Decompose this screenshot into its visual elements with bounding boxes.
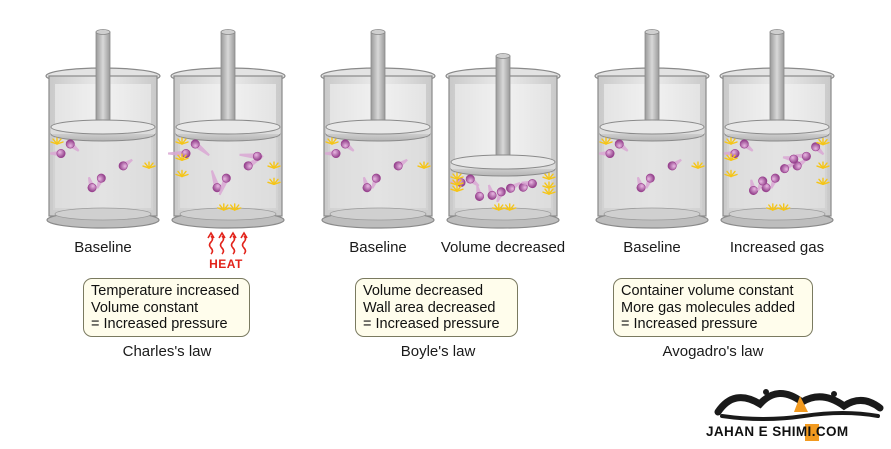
watermark-emblem (714, 389, 884, 441)
boyle-law-box: Volume decreased Wall area decreased = I… (355, 278, 518, 337)
impact-spark (325, 137, 339, 145)
impact-spark (542, 187, 556, 195)
impact-spark (691, 161, 705, 169)
gas-molecule (340, 139, 355, 152)
impact-spark (724, 137, 738, 145)
gas-molecule (780, 162, 795, 174)
cylinder-charles-baseline (45, 29, 161, 229)
boyle-line-2: Wall area decreased (363, 299, 496, 316)
cylinder-label-increased-gas: Increased gas (729, 239, 825, 256)
boyle-line-1: Volume decreased (363, 283, 484, 299)
gas-molecule (465, 174, 480, 187)
gas-molecule (210, 170, 222, 193)
gas-molecule (667, 158, 682, 171)
gas-molecule (487, 184, 497, 200)
impact-spark (50, 137, 64, 145)
gas-molecule (506, 182, 521, 193)
watermark-text: JAHAN E SHIMI.COM (706, 424, 849, 439)
impact-spark (777, 203, 791, 211)
gas-molecule (96, 173, 106, 189)
charles-line-3: = Increased pressure (91, 316, 228, 332)
impact-spark (724, 153, 738, 161)
avogadro-line-1: Container volume constant (621, 283, 794, 299)
gas-molecule (474, 185, 484, 201)
impact-spark (175, 153, 189, 161)
gas-molecule (65, 139, 80, 152)
cylinder-avogadro-baseline (594, 29, 710, 229)
impact-spark (267, 177, 281, 186)
charles-law-box: Temperature increased Volume constant = … (83, 278, 250, 337)
gas-molecule (599, 149, 615, 159)
gas-molecule (87, 176, 97, 193)
impact-spark (450, 178, 464, 186)
gas-molecule (770, 173, 780, 189)
impact-spark (542, 172, 556, 180)
impact-spark (267, 161, 281, 169)
boyle-line-3: = Increased pressure (363, 316, 500, 332)
gas-molecule (239, 151, 262, 161)
charles-law-name: Charles's law (122, 343, 212, 360)
impact-spark (450, 184, 464, 192)
impact-spark (816, 137, 830, 146)
impact-spark (175, 137, 189, 145)
heat-arrows-icon (207, 231, 248, 255)
impact-spark (542, 181, 556, 189)
cylinder-label-charles-baseline: Baseline (74, 239, 132, 256)
gas-molecule (748, 179, 758, 195)
gas-molecule (614, 139, 629, 152)
impact-spark (417, 161, 431, 169)
gas-molecule (362, 176, 372, 193)
cylinder-charles-heated (168, 29, 286, 229)
impact-spark (724, 169, 738, 178)
heat-label: HEAT (209, 257, 243, 271)
watermark-logo: JAHAN E SHIMI.COM (704, 382, 886, 444)
impact-spark (217, 203, 231, 211)
gas-molecule (496, 187, 506, 203)
gas-molecule (782, 154, 799, 164)
impact-spark (766, 203, 780, 211)
avogadro-line-3: = Increased pressure (621, 316, 758, 332)
cylinder-label-volume-decreased: Volume decreased (440, 239, 566, 256)
gas-molecule (393, 158, 408, 171)
gas-molecule (325, 149, 341, 159)
gas-molecule (190, 139, 210, 157)
gas-molecule (218, 173, 231, 196)
gas-molecule (645, 173, 655, 189)
impact-spark (142, 161, 156, 169)
charles-line-1: Temperature increased (91, 283, 240, 299)
impact-spark (816, 161, 830, 169)
cylinder-boyle-compressed (445, 53, 561, 229)
avogadro-law-box: Container volume constant More gas molec… (613, 278, 813, 337)
gas-molecule (739, 139, 754, 152)
avogadro-line-2: More gas molecules added (621, 299, 796, 316)
avogadro-law-name: Avogadro's law (662, 343, 764, 360)
cylinder-label-avogadro-baseline: Baseline (623, 239, 681, 256)
boyle-law-name: Boyle's law (400, 343, 476, 360)
impact-spark (816, 177, 830, 186)
cylinder-avogadro-more-gas (719, 29, 835, 229)
gas-molecule (371, 173, 381, 189)
gas-molecule (636, 176, 646, 193)
charles-line-2: Volume constant (91, 299, 199, 316)
impact-spark (450, 172, 464, 180)
gas-molecule (50, 149, 66, 159)
impact-spark (599, 137, 613, 145)
gas-molecule (756, 176, 768, 192)
gas-molecule (795, 151, 811, 161)
cylinder-boyle-baseline (320, 29, 436, 229)
impact-spark (175, 169, 189, 178)
gas-molecule (118, 158, 133, 171)
impact-spark (492, 203, 506, 211)
gas-molecule (521, 179, 537, 189)
cylinder-label-boyle-baseline: Baseline (349, 239, 407, 256)
